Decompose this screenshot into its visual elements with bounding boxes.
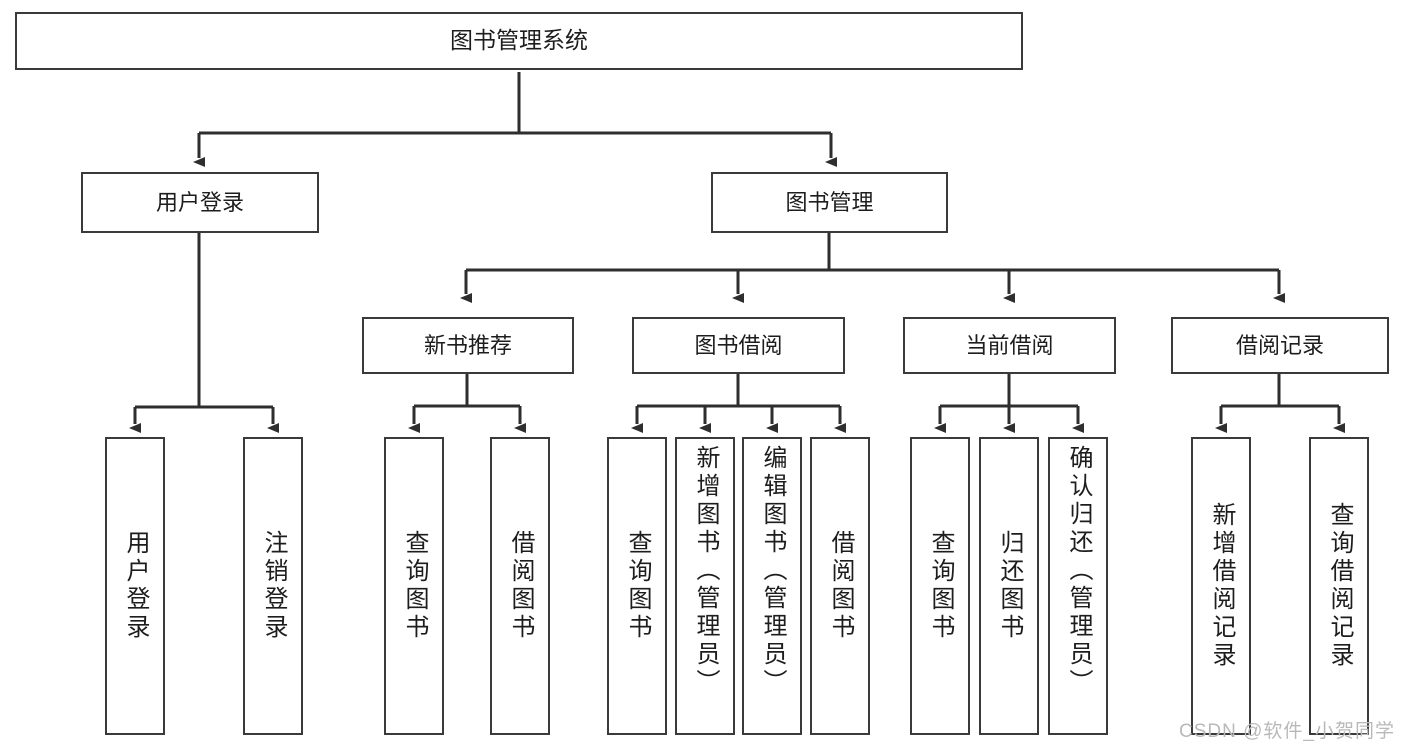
node-label: 借阅图书	[827, 530, 854, 642]
leaf-new-books-borrow[interactable]: 借阅图书	[490, 437, 550, 735]
watermark-text: CSDN @软件_小贺同学	[1179, 721, 1395, 742]
node-label: 编辑图书（管理员）	[759, 445, 786, 697]
node-user-login[interactable]: 用户登录	[81, 172, 319, 233]
node-label: 确认归还（管理员）	[1065, 445, 1092, 697]
node-label: 借阅图书	[507, 530, 534, 642]
node-label: 图书管理系统	[450, 27, 588, 54]
node-label: 归还图书	[996, 530, 1023, 642]
node-label: 图书借阅	[694, 332, 783, 358]
node-label: 新增图书（管理员）	[692, 445, 719, 697]
leaf-user-login-login[interactable]: 用户登录	[105, 437, 165, 735]
node-label: 图书管理	[785, 189, 874, 215]
node-root-system[interactable]: 图书管理系统	[15, 12, 1023, 70]
node-label: 查询借阅记录	[1326, 502, 1353, 670]
leaf-current-borrow-query[interactable]: 查询图书	[910, 437, 970, 735]
leaf-borrow-records-query[interactable]: 查询借阅记录	[1309, 437, 1369, 735]
node-label: 新增借阅记录	[1208, 502, 1235, 670]
leaf-user-login-logout[interactable]: 注销登录	[243, 437, 303, 735]
node-new-book-recommend[interactable]: 新书推荐	[362, 317, 574, 374]
node-label: 借阅记录	[1235, 332, 1324, 358]
node-label: 当前借阅	[965, 332, 1054, 358]
node-current-borrow[interactable]: 当前借阅	[903, 317, 1116, 374]
node-label: 查询图书	[927, 530, 954, 642]
node-book-borrow[interactable]: 图书借阅	[632, 317, 845, 374]
node-label: 用户登录	[155, 189, 244, 215]
leaf-book-borrow-edit[interactable]: 编辑图书（管理员）	[742, 437, 802, 735]
leaf-new-books-query[interactable]: 查询图书	[384, 437, 444, 735]
node-label: 用户登录	[122, 530, 149, 642]
leaf-book-borrow-query[interactable]: 查询图书	[607, 437, 667, 735]
node-borrow-records[interactable]: 借阅记录	[1171, 317, 1389, 374]
leaf-book-borrow-borrow[interactable]: 借阅图书	[810, 437, 870, 735]
node-label: 注销登录	[260, 530, 287, 642]
node-label: 新书推荐	[423, 332, 512, 358]
node-label: 查询图书	[401, 530, 428, 642]
leaf-current-borrow-return[interactable]: 归还图书	[979, 437, 1039, 735]
leaf-current-borrow-confirm-return[interactable]: 确认归还（管理员）	[1048, 437, 1108, 735]
leaf-book-borrow-add[interactable]: 新增图书（管理员）	[675, 437, 735, 735]
node-label: 查询图书	[624, 530, 651, 642]
leaf-borrow-records-add[interactable]: 新增借阅记录	[1191, 437, 1251, 735]
node-book-management[interactable]: 图书管理	[711, 172, 948, 233]
